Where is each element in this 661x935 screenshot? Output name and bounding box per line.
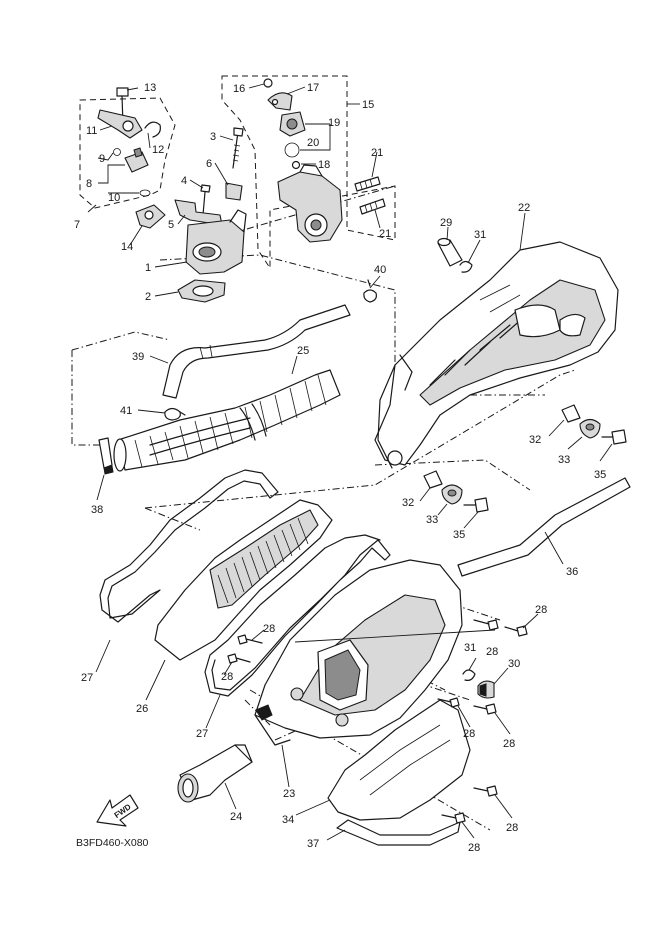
- callout-28-g: 28: [506, 822, 518, 834]
- callout-15: 15: [362, 99, 374, 111]
- callout-11: 11: [86, 125, 97, 137]
- callout-32-left: 32: [402, 497, 414, 509]
- grommet-33-right: [579, 418, 601, 439]
- callout-10: 10: [108, 192, 120, 204]
- callout-39: 39: [132, 351, 144, 363]
- callout-29: 29: [440, 217, 452, 229]
- strip-36: [457, 477, 631, 577]
- fwd-arrow-icon: FWD: [96, 794, 139, 827]
- element-26: [154, 499, 333, 661]
- callout-28-d: 28: [486, 646, 498, 658]
- collar-32-left: [423, 470, 443, 489]
- callout-31-top: 31: [474, 229, 486, 241]
- grommet-33-left: [441, 484, 463, 505]
- strip-37: [336, 819, 461, 846]
- group-box-7: [79, 97, 176, 209]
- callout-26: 26: [136, 703, 148, 715]
- callout-17: 17: [307, 82, 319, 94]
- callout-22: 22: [518, 202, 530, 214]
- callout-19: 19: [328, 117, 340, 129]
- callout-25: 25: [297, 345, 309, 357]
- callout-13: 13: [144, 82, 156, 94]
- sensor-38: [98, 437, 114, 475]
- callout-33-right: 33: [558, 454, 570, 466]
- bolt-35-left: [463, 497, 489, 513]
- callout-8: 8: [86, 178, 92, 190]
- callout-2: 2: [145, 291, 151, 303]
- bolt-35-right: [601, 429, 627, 445]
- group-box-15: [221, 75, 396, 270]
- callout-33-left: 33: [426, 514, 438, 526]
- callout-28-a: 28: [263, 623, 275, 635]
- callout-30: 30: [508, 658, 520, 670]
- callout-28-b: 28: [221, 671, 233, 683]
- callout-14: 14: [121, 241, 133, 253]
- cover-34: [327, 699, 471, 821]
- case-body-23: [254, 559, 463, 746]
- callout-27-left: 27: [81, 672, 93, 684]
- case-22: [374, 241, 619, 469]
- callout-32-right: 32: [529, 434, 541, 446]
- collar-32-right: [561, 404, 581, 423]
- callout-5: 5: [168, 219, 174, 231]
- callout-40: 40: [374, 264, 386, 276]
- throttle-body-assembly: [97, 87, 247, 303]
- intake-joint-25: [113, 369, 341, 472]
- callout-6: 6: [206, 158, 212, 170]
- callout-18: 18: [318, 159, 330, 171]
- callout-12: 12: [152, 144, 164, 156]
- clamp-41: [164, 407, 186, 421]
- callout-38: 38: [91, 504, 103, 516]
- callout-1: 1: [145, 262, 151, 274]
- clamp-40: [363, 279, 377, 303]
- diagram-code: B3FD460-X080: [76, 837, 149, 849]
- gasket-27-left: [99, 469, 279, 623]
- callout-27-right: 27: [196, 728, 208, 740]
- callout-35-right: 35: [594, 469, 606, 481]
- callout-28-h: 28: [468, 842, 480, 854]
- isc-valve-assembly: [263, 78, 386, 243]
- callout-7: 7: [74, 219, 80, 231]
- callout-37: 37: [307, 838, 319, 850]
- callout-28-c: 28: [535, 604, 547, 616]
- plug-30: [477, 680, 495, 699]
- callout-41: 41: [120, 405, 132, 417]
- callout-28-f: 28: [503, 738, 515, 750]
- gasket-27-right: [204, 534, 391, 697]
- clip-31-lower: [462, 669, 476, 681]
- callout-9: 9: [99, 153, 105, 165]
- duct-24: [177, 744, 253, 803]
- clip-31-upper: [459, 260, 473, 273]
- screws-28: [227, 619, 528, 824]
- leader-lines: [87, 83, 613, 841]
- callout-20: 20: [307, 137, 319, 149]
- callout-4: 4: [181, 175, 187, 187]
- callout-34: 34: [282, 814, 294, 826]
- callout-3: 3: [210, 131, 216, 143]
- breather-hose-39: [162, 304, 351, 399]
- callout-24: 24: [230, 811, 242, 823]
- callout-28-e: 28: [463, 728, 475, 740]
- callout-21-top: 21: [371, 147, 383, 159]
- callout-21-bottom: 21: [379, 228, 391, 240]
- callout-labels: 13 11 12 9 8 10 7 14 3 4 6 5 1 2 16 17 1…: [74, 82, 606, 854]
- callout-23: 23: [283, 788, 295, 800]
- plug-29: [437, 237, 463, 267]
- callout-16: 16: [233, 83, 245, 95]
- callout-31-bottom: 31: [464, 642, 476, 654]
- callout-35-left: 35: [453, 529, 465, 541]
- callout-36: 36: [566, 566, 578, 578]
